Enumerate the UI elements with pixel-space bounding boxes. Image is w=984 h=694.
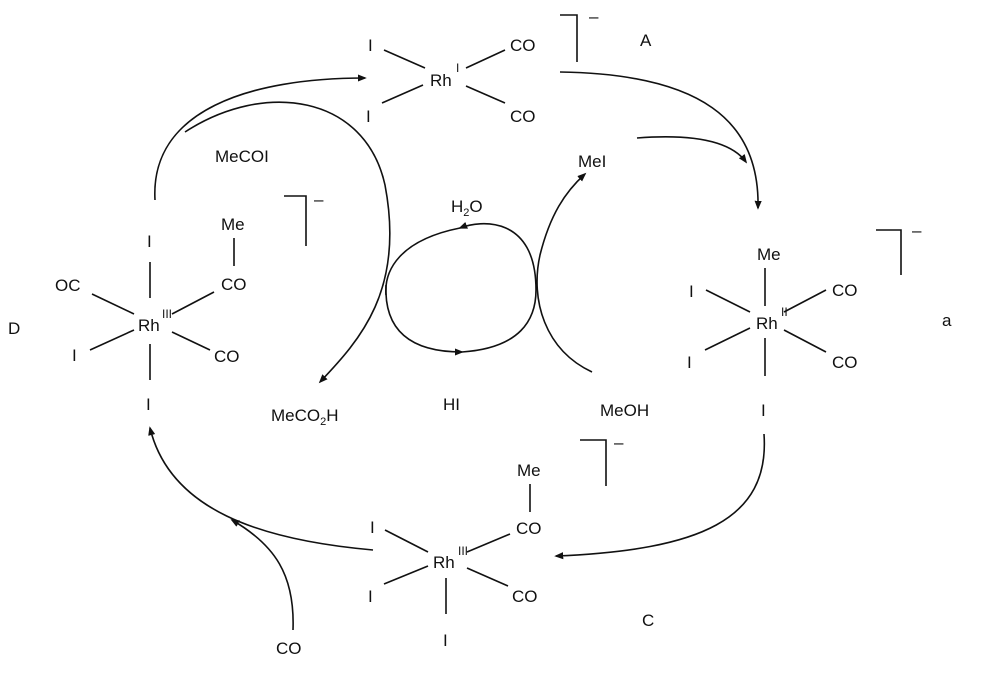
complex-a-oxidation-state: I xyxy=(456,61,459,75)
complex-c-bond xyxy=(384,529,429,553)
complex-a-bond xyxy=(465,49,506,69)
complex-a-bond xyxy=(381,84,424,104)
complex-a-iodide-top-left: I xyxy=(368,36,373,55)
complex-c-co-bottom-right: CO xyxy=(512,587,538,606)
arrow-loop-to-water xyxy=(458,221,537,291)
complex-d-bracket xyxy=(284,195,307,246)
loop-left-top xyxy=(385,227,461,296)
complex-c-iodide-top-left: I xyxy=(370,518,375,537)
complex-d-oxidation-state: III xyxy=(162,307,172,321)
arrow-a-to-a2 xyxy=(559,71,762,210)
complex-d-co-top-right: CO xyxy=(221,275,247,294)
complex-d-iodide-top: I xyxy=(147,232,152,251)
arrow-d-to-a xyxy=(154,74,367,201)
complex-a2-co-top-right: CO xyxy=(832,281,858,300)
complex-c-metal: Rh xyxy=(433,553,455,572)
complex-c-acyl-methyl: Me xyxy=(517,461,541,480)
complex-d-tag: D xyxy=(8,319,20,338)
complex-c-bond xyxy=(466,567,509,587)
loop-right-bottom xyxy=(461,289,537,353)
complex-d-bond xyxy=(171,291,215,315)
complex-d-co-bottom-right: CO xyxy=(214,347,240,366)
label-h2o: H2O xyxy=(451,197,483,219)
arrow-loop-to-hi xyxy=(385,284,464,356)
complex-a-co-bottom-right: CO xyxy=(510,107,536,126)
complex-d-rh3: I Me CO OC I CO Rh III I – D xyxy=(8,190,324,414)
complex-c-charge: – xyxy=(614,433,624,452)
complex-a-rh1: I I CO CO Rh I – A xyxy=(366,7,652,126)
complex-a2-co-bottom-right: CO xyxy=(832,353,858,372)
complex-a2-bond xyxy=(783,289,827,313)
complex-a2-bond xyxy=(783,329,827,353)
complex-a-tag: A xyxy=(640,31,652,50)
complex-a-bracket xyxy=(560,14,578,62)
complex-a2-bracket xyxy=(876,229,902,275)
complex-a-bond xyxy=(465,85,506,104)
complex-a2-tag: a xyxy=(942,311,952,330)
complex-c-tag: C xyxy=(642,611,654,630)
complex-a2-iodide-bottom-left: I xyxy=(687,353,692,372)
arrow-co-insertion xyxy=(230,519,294,631)
complex-d-oc-top-left: OC xyxy=(55,276,81,295)
complex-a2-iodide-bottom: I xyxy=(761,401,766,420)
complex-d-bond xyxy=(91,293,135,315)
complex-a-rh2: Me I I CO CO Rh II I – a xyxy=(687,221,952,420)
complex-a-charge: – xyxy=(589,7,599,26)
label-co-feed: CO xyxy=(276,639,302,658)
complex-c-bracket xyxy=(580,439,607,486)
complex-c-oxidation-state: III xyxy=(458,544,468,558)
arrow-mei-addition xyxy=(636,136,748,164)
arrow-c-to-d xyxy=(148,426,374,551)
arrow-mecoi-to-acetic-acid xyxy=(184,101,391,384)
arrow-meoh-to-mei xyxy=(536,172,593,373)
complex-c-iodide-bottom-left: I xyxy=(368,587,373,606)
complex-a2-bond xyxy=(704,327,751,351)
complex-a-metal: Rh xyxy=(430,71,452,90)
complex-d-bond xyxy=(89,329,135,351)
label-meoh: MeOH xyxy=(600,401,649,420)
complex-a-iodide-bottom-left: I xyxy=(366,107,371,126)
complex-d-charge: – xyxy=(314,190,324,209)
complex-a2-methyl: Me xyxy=(757,245,781,264)
complex-c-co-top-right: CO xyxy=(516,519,542,538)
complex-a-bond xyxy=(383,49,426,69)
label-mecoi: MeCOI xyxy=(215,147,269,166)
arrow-a2-to-c xyxy=(554,433,766,560)
complex-c-bond xyxy=(466,533,511,553)
complex-d-metal: Rh xyxy=(138,316,160,335)
complex-a-co-top-right: CO xyxy=(510,36,536,55)
complex-a2-bond xyxy=(705,289,751,313)
complex-c-iodide-bottom: I xyxy=(443,631,448,650)
complex-a2-charge: – xyxy=(912,221,922,240)
complex-d-acyl-methyl: Me xyxy=(221,215,245,234)
label-hi: HI xyxy=(443,395,460,414)
complex-c-rh3: Me CO I I CO Rh III I – C xyxy=(368,433,654,650)
complex-d-iodide-bottom: I xyxy=(146,395,151,414)
complex-a2-metal: Rh xyxy=(756,314,778,333)
label-acetic-acid: MeCO2H xyxy=(271,406,339,428)
complex-d-iodide-bottom-left: I xyxy=(72,346,77,365)
label-mei: MeI xyxy=(578,152,606,171)
complex-c-bond xyxy=(383,565,429,585)
complex-a2-iodide-top-left: I xyxy=(689,282,694,301)
complex-d-bond xyxy=(171,331,211,351)
